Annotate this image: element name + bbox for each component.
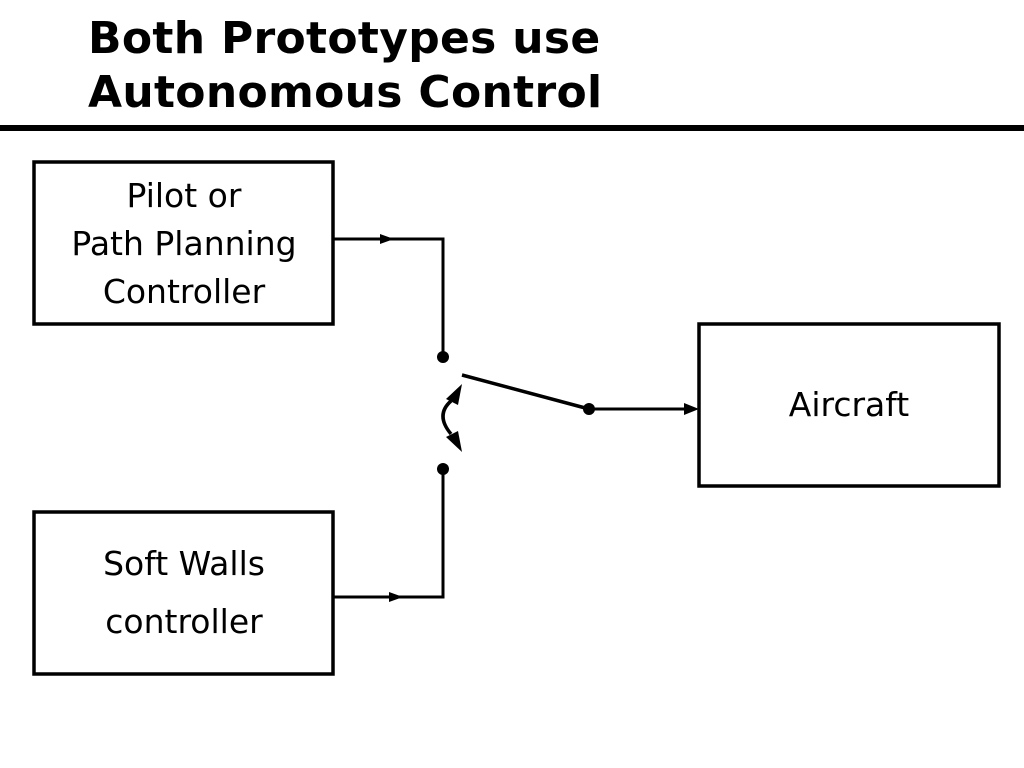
soft-walls-output-arrowhead (389, 592, 403, 602)
soft-walls-controller-box (32, 510, 335, 676)
pilot-controller-box (32, 160, 335, 326)
title-divider (0, 125, 1024, 131)
switch-toggle-arrowhead-down (446, 431, 462, 452)
soft-walls-label-line-2: controller (105, 602, 263, 641)
aircraft-label-text: Aircraft (788, 385, 910, 424)
soft-walls-label-line-1: Soft Walls (103, 544, 265, 583)
switch-toggle-arrowhead-up (446, 384, 462, 405)
aircraft-label: Aircraft (700, 326, 998, 484)
pilot-controller-label-line-2: Path Planning (71, 223, 297, 263)
soft-walls-output-wire (333, 469, 445, 599)
aircraft-box (697, 322, 1001, 488)
pilot-controller-label-line-1: Pilot or (126, 175, 242, 215)
pilot-output-wire (333, 237, 445, 357)
slide-title: Both Prototypes use Autonomous Control (88, 12, 602, 120)
pilot-output-arrowhead (380, 234, 394, 244)
switch-blade (461, 373, 590, 411)
pilot-controller-label: Pilot or Path Planning Controller (36, 165, 332, 322)
switch-terminal-lower (437, 463, 449, 475)
aircraft-input-arrowhead (684, 403, 699, 415)
switch-toggle-arc (441, 399, 453, 436)
pilot-controller-label-line-3: Controller (102, 271, 266, 311)
slide-title-line-2: Autonomous Control (88, 67, 603, 118)
switch-terminal-upper (437, 351, 449, 363)
soft-walls-controller-label: Soft Walls controller (36, 514, 332, 672)
slide-title-line-1: Both Prototypes use (88, 13, 601, 64)
